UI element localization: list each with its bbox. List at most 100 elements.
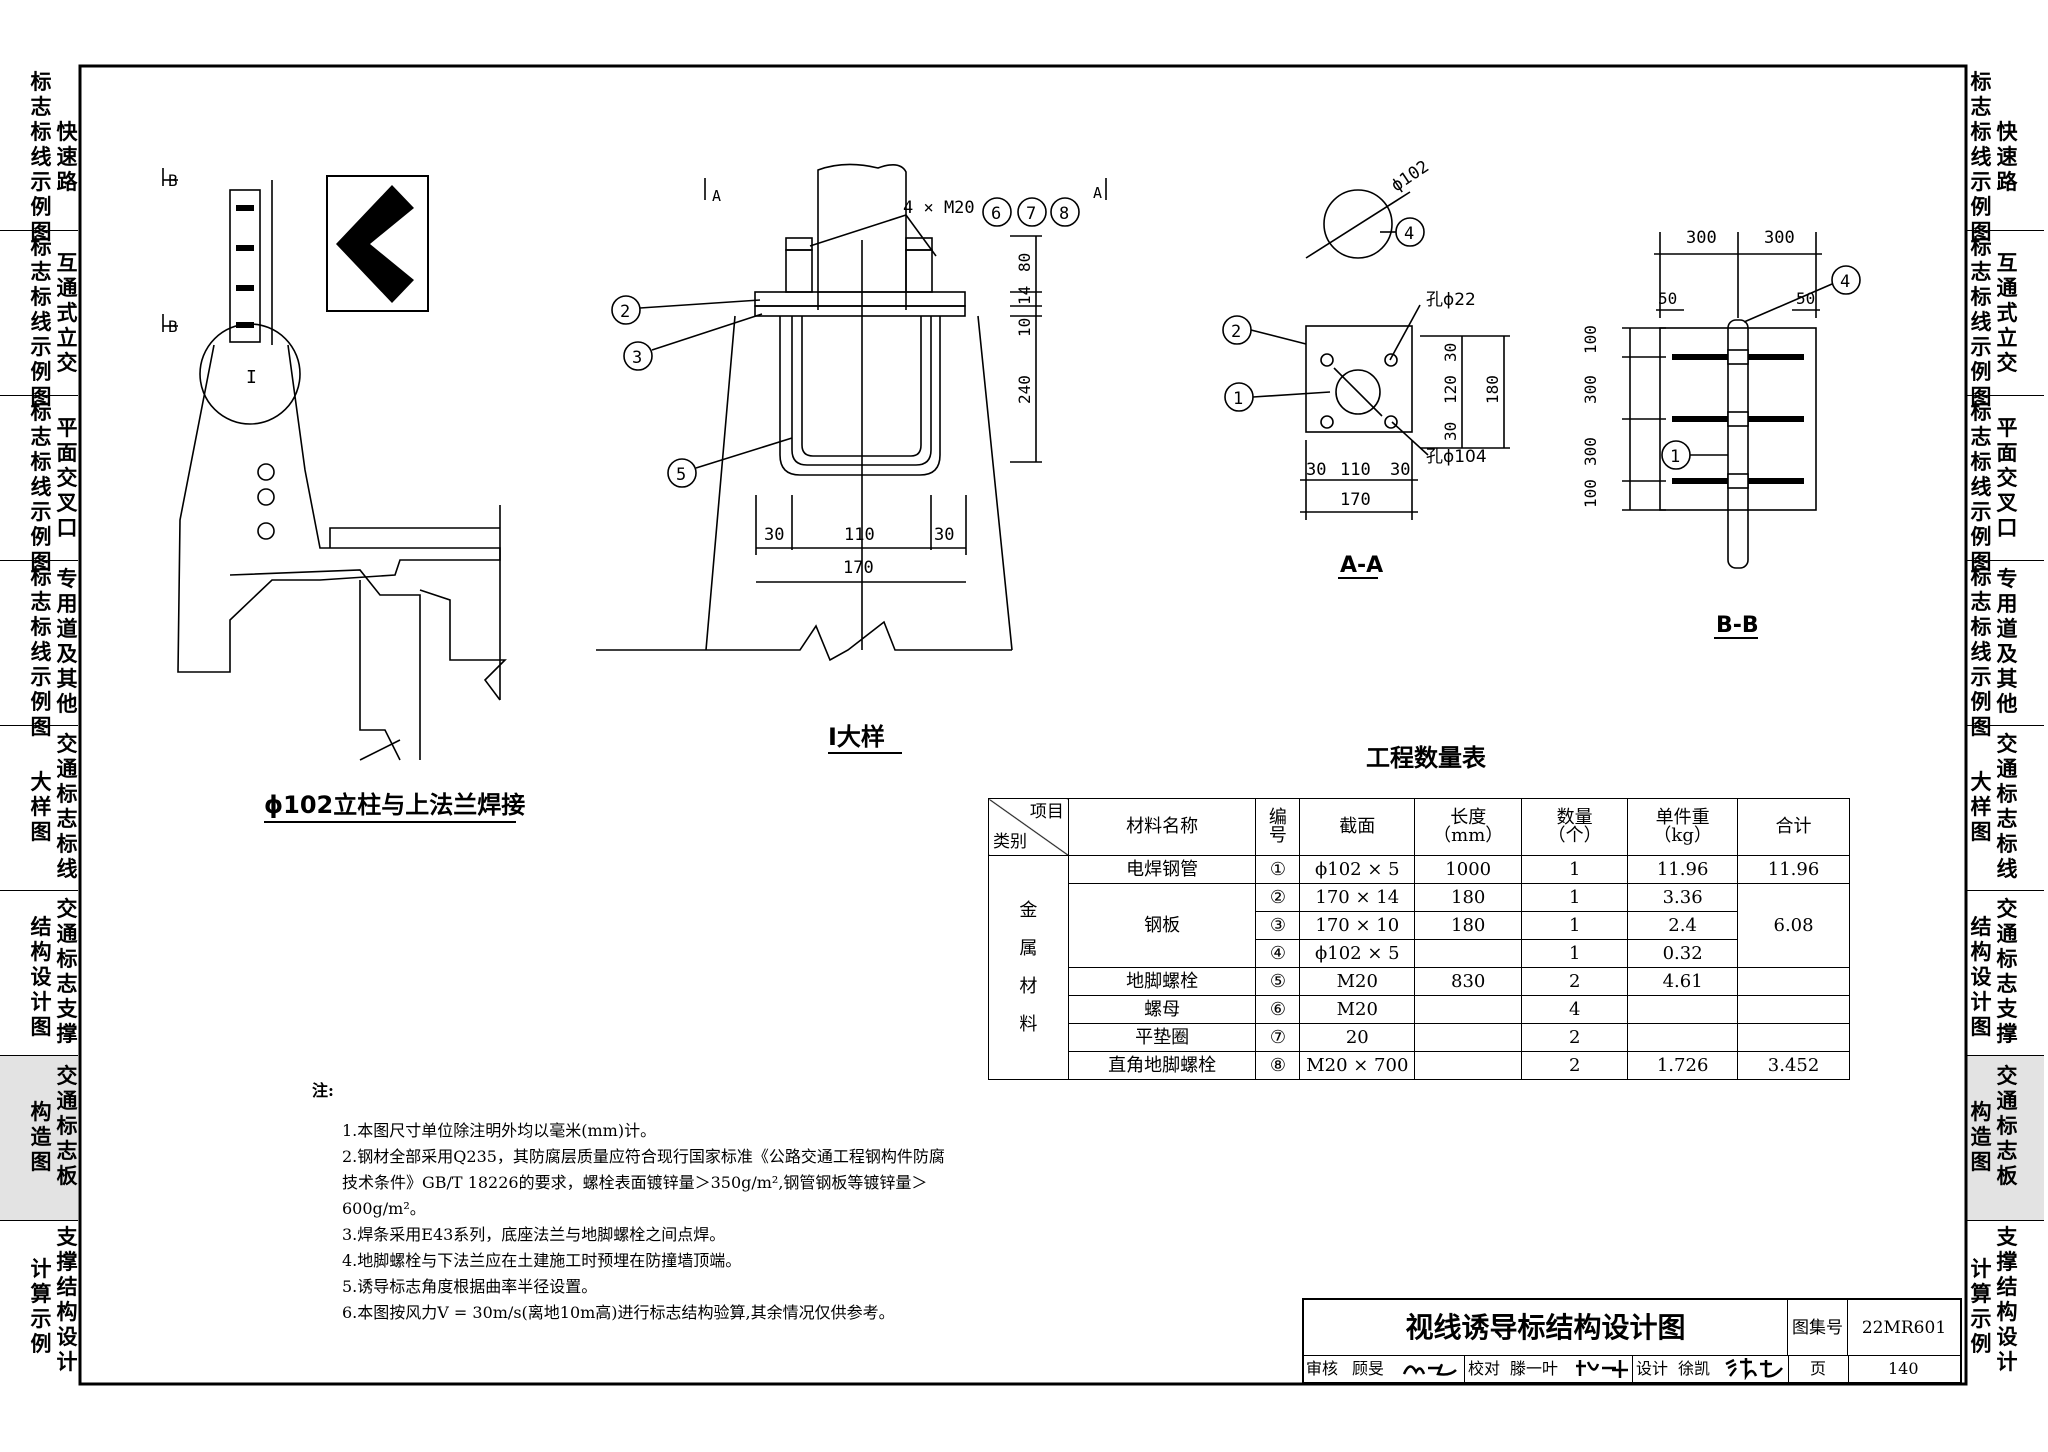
side-tab-dedicated-lanes[interactable]: 标志标线示例图 专用道及其他 [1966, 561, 2044, 739]
right-side-tabs: 标志标线示例图 快速路 标志标线示例图 互通式立交 标志标线示例图 平面交叉口 … [1966, 66, 2044, 1386]
header-category: 类别 [993, 832, 1027, 852]
cell-length: 180 [1414, 911, 1523, 940]
dim-30b: 30 [934, 525, 954, 545]
cell-length: 830 [1414, 967, 1523, 996]
cell-length [1414, 995, 1523, 1024]
cell-unit: 11.96 [1627, 855, 1739, 884]
cell-name: 直角地脚螺栓 [1067, 1051, 1257, 1080]
cell-no: ③ [1255, 911, 1301, 940]
side-tab-intersection[interactable]: 标志标线示例图 平面交叉口 [0, 396, 78, 574]
side-tab-expressway[interactable]: 标志标线示例图 快速路 [1966, 66, 2044, 244]
dim-10: 10 [1015, 318, 1034, 337]
barrier-profile-detail [705, 315, 1013, 651]
callout-2-aa: 2 [1231, 322, 1241, 342]
header-name: 材料名称 [1067, 798, 1257, 856]
header-length: 长度（mm） [1414, 798, 1523, 856]
dim-110: 110 [844, 525, 875, 545]
side-tab-col1: 大样图 [1970, 770, 1992, 844]
callouts-6-7-8: 6 7 8 [982, 197, 1080, 227]
cell-no: ④ [1255, 939, 1301, 968]
side-tab-col1: 计算示例 [1970, 1257, 1992, 1356]
bolt-label: 4 × M20 [903, 198, 975, 218]
note-line: 1.本图尺寸单位除注明外均以毫米(mm)计。 [342, 1121, 657, 1140]
side-tab-expressway[interactable]: 标志标线示例图 快速路 [0, 66, 78, 244]
side-tab-sign-board[interactable]: 构造图 交通标志板 [1966, 1056, 2044, 1221]
side-tab-col2: 互通式立交 [56, 251, 78, 375]
cell-section: 170 × 14 [1299, 883, 1416, 912]
side-tab-col2: 平面交叉口 [56, 416, 78, 540]
dim-aa-120: 120 [1441, 375, 1460, 404]
side-tab-col2: 交通标志标线 [56, 732, 78, 881]
side-tab-col2: 交通标志板 [1996, 1064, 2018, 1188]
table-row: 钢板 ② 170 × 14 180 1 3.36 6.08 [989, 883, 1850, 968]
table-row: 平垫圈 ⑦ 20 2 [989, 1023, 1850, 1052]
side-tab-intersection[interactable]: 标志标线示例图 平面交叉口 [1966, 396, 2044, 574]
cell-unit: 3.36 [1627, 883, 1739, 912]
table-header-row: 项目 类别 材料名称 编号 截面 长度（mm） 数量（个） 单件重（kg） 合计 [988, 798, 1850, 856]
side-tab-support-structure[interactable]: 结构设计图 交通标志支撑 [1966, 891, 2044, 1056]
reviewer-signature [1400, 1356, 1460, 1380]
side-tab-support-structure[interactable]: 结构设计图 交通标志支撑 [0, 891, 78, 1056]
side-tab-dedicated-lanes[interactable]: 标志标线示例图 专用道及其他 [0, 561, 78, 739]
detail-marker-i: I [246, 367, 257, 388]
cell-length: 180 [1414, 883, 1523, 912]
elevation-view: B B I [162, 168, 507, 761]
cell-section: ϕ102 × 5 [1299, 939, 1416, 968]
side-tab-col1: 标志标线示例图 [1970, 565, 1992, 739]
cell-total: 11.96 [1737, 855, 1850, 884]
side-tab-col1: 标志标线示例图 [30, 565, 52, 739]
cell-name: 钢板 [1067, 883, 1257, 968]
side-tab-sign-board[interactable]: 构造图 交通标志板 [0, 1056, 78, 1221]
dim-aa-d30a: 30 [1306, 460, 1326, 480]
side-tab-col1: 标志标线示例图 [30, 400, 52, 574]
header-total: 合计 [1737, 798, 1850, 856]
cell-section: ϕ102 × 5 [1299, 855, 1416, 884]
sign-post-plate [229, 189, 261, 343]
post-tube [817, 163, 907, 293]
callout-8: 8 [1059, 204, 1069, 224]
table-row: 直角地脚螺栓 ⑧ M20 × 700 2 1.726 3.452 [989, 1051, 1850, 1080]
section-aa-caption: A-A [1340, 553, 1383, 578]
note-line: 2.钢材全部采用Q235，其防腐层质量应符合现行国家标准《公路交通工程钢构件防腐 [342, 1147, 945, 1166]
cell-qty: 2 [1521, 1051, 1629, 1080]
designer-name: 徐凯 [1678, 1359, 1711, 1378]
dim-bb-300b: 300 [1764, 228, 1795, 248]
side-tab-col2: 支撑结构设计 [56, 1225, 78, 1374]
dim-170: 170 [843, 558, 874, 578]
header-qty: 数量（个） [1521, 798, 1629, 856]
bolt-hole-1 [257, 463, 275, 481]
dia-102: ϕ102 [1388, 157, 1433, 196]
side-tab-interchange[interactable]: 标志标线示例图 互通式立交 [0, 231, 78, 409]
cell-no: ⑥ [1255, 995, 1301, 1024]
flange-plate-aa [1305, 325, 1413, 433]
side-tab-detail-drawings[interactable]: 大样图 交通标志标线 [1966, 726, 2044, 891]
table-title: 工程数量表 [1366, 744, 1487, 772]
cell-no: ⑧ [1255, 1051, 1301, 1080]
table-row: 地脚螺栓 ⑤ M20 830 2 4.61 [989, 967, 1850, 996]
callout-2: 2 [620, 302, 630, 322]
cell-section: 170 × 10 [1299, 911, 1416, 940]
side-tab-col2: 专用道及其他 [1996, 567, 2018, 716]
cell-name: 地脚螺栓 [1067, 967, 1257, 996]
hole-104: 孔ϕ104 [1426, 447, 1487, 467]
note-line: 4.地脚螺栓与下法兰应在土建施工时预埋在防撞墙顶端。 [342, 1251, 742, 1270]
chevron-left-icon [336, 185, 414, 303]
dim-aa-d110: 110 [1340, 460, 1371, 480]
side-tab-calc-example[interactable]: 计算示例 支撑结构设计 [0, 1221, 78, 1386]
upper-flange [754, 291, 966, 307]
cell-qty: 2 [1521, 967, 1629, 996]
dim-bb-300c: 300 [1581, 375, 1600, 404]
side-tab-interchange[interactable]: 标志标线示例图 互通式立交 [1966, 231, 2044, 409]
signature-row: 审核 顾旻 校对 滕一叶 设计 徐凯 页 140 [1304, 1356, 1960, 1382]
side-tab-calc-example[interactable]: 计算示例 支撑结构设计 [1966, 1221, 2044, 1386]
section-bb-view: 300 300 50 50 4 1 100 300 300 100 [1581, 228, 1861, 569]
side-tab-col1: 构造图 [30, 1100, 52, 1174]
side-tab-col2: 专用道及其他 [56, 567, 78, 716]
side-tab-col2: 互通式立交 [1996, 251, 2018, 375]
cell-qty: 1 [1521, 883, 1629, 912]
section-marker-a-right: A [1093, 184, 1102, 202]
side-tab-col2: 交通标志支撑 [1996, 897, 2018, 1046]
lower-flange [754, 305, 966, 317]
side-tab-detail-drawings[interactable]: 大样图 交通标志标线 [0, 726, 78, 891]
review-label: 审核 [1306, 1359, 1339, 1378]
